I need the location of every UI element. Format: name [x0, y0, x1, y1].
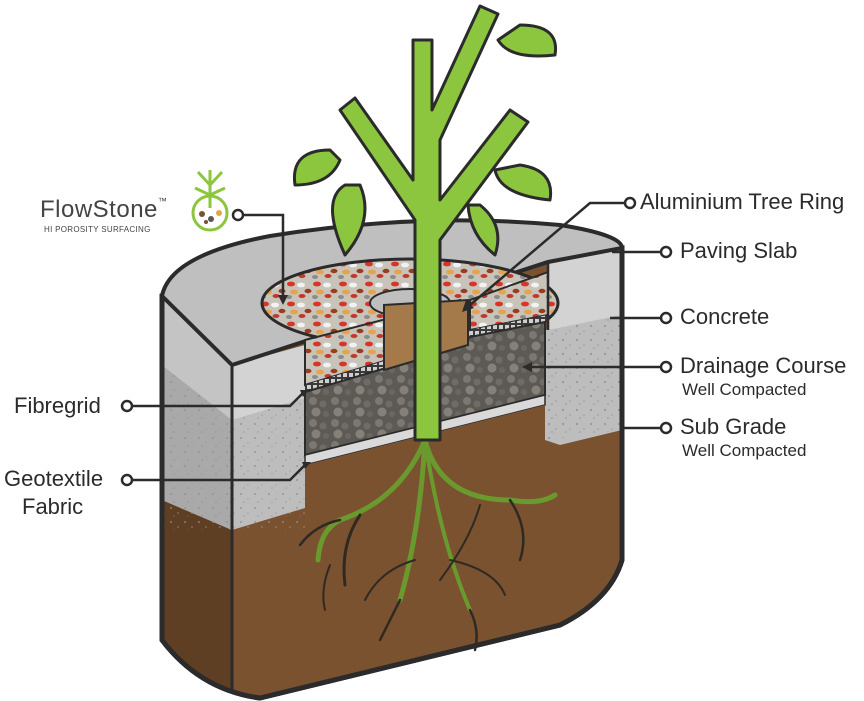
leaf — [292, 148, 342, 187]
marker-fibregrid — [120, 399, 134, 413]
label-fibregrid: Fibregrid — [14, 393, 101, 418]
tree-plant — [292, 4, 558, 442]
label-paving-slab: Paving Slab — [680, 238, 798, 263]
label-markers — [120, 196, 673, 487]
marker-paving-slab — [659, 245, 673, 259]
brand-name: FlowStone — [40, 196, 158, 223]
leader-geotextile — [132, 464, 306, 482]
leaf — [496, 23, 558, 58]
leaf — [331, 183, 367, 257]
marker-drainage — [659, 360, 673, 374]
section-body — [159, 218, 625, 701]
brand-trademark: ™ — [157, 196, 167, 206]
marker-geotextile — [120, 473, 134, 487]
leader-tree-ring — [469, 201, 625, 306]
marker-concrete — [659, 311, 673, 325]
tree-trunk — [338, 4, 530, 442]
label-aluminium-tree-ring: Aluminium Tree Ring — [640, 189, 845, 214]
marker-tree-ring — [623, 196, 637, 210]
label-geotextile-line2: Fabric — [22, 494, 84, 519]
marker-sub-grade — [659, 421, 673, 435]
label-drainage-course: Drainage Course — [680, 353, 847, 378]
label-sub-grade-note: Well Compacted — [682, 441, 807, 460]
flowstone-logo-icon — [191, 170, 229, 232]
marker-flowstone — [231, 208, 245, 222]
leader-fibregrid — [132, 392, 304, 408]
flowstone-brand: FlowStone™ HI POROSITY SURFACING — [40, 196, 167, 234]
leader-flowstone — [244, 213, 285, 298]
label-geotextile-line1: Geotextile — [4, 466, 104, 491]
leaf — [493, 163, 553, 202]
brand-tagline: HI POROSITY SURFACING — [44, 225, 151, 234]
label-sub-grade: Sub Grade — [680, 414, 787, 439]
leader-lines — [132, 201, 660, 482]
label-concrete: Concrete — [680, 304, 770, 329]
leaf — [466, 203, 500, 257]
tree-roots — [298, 437, 558, 652]
label-drainage-course-note: Well Compacted — [682, 380, 807, 399]
